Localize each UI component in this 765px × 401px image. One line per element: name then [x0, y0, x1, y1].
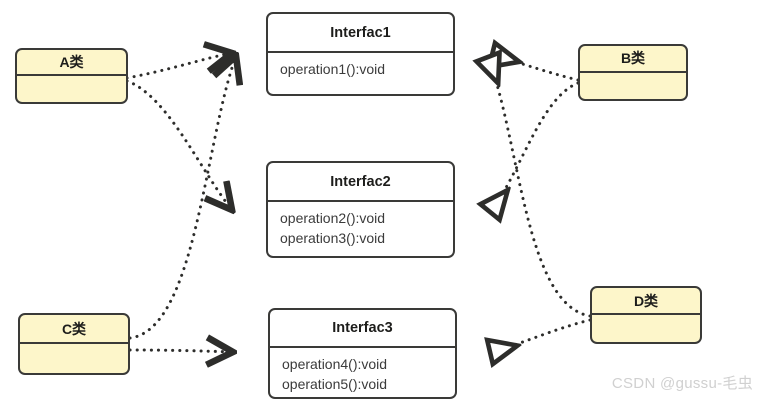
edge-a-to-interfac2	[125, 79, 232, 210]
edge-c-to-interfac3	[128, 350, 233, 352]
edge-c-to-interfac1	[128, 56, 236, 340]
csdn-watermark: CSDN @gussu-毛虫	[611, 375, 753, 392]
interface-box-interfac1[interactable]: Interfac1 operation1():void	[266, 12, 455, 96]
interfac1-operations: operation1():void	[268, 53, 453, 79]
edge-b-to-interfac1	[492, 55, 580, 82]
interfac2-operations: operation2():void operation3():void	[268, 202, 453, 248]
interface-box-interfac2[interactable]: Interfac2 operation2():void operation3()…	[266, 161, 455, 258]
class-box-a[interactable]: A类	[15, 48, 128, 104]
interfac3-operation-1: operation4():void	[282, 356, 388, 372]
class-c-name: C类	[20, 315, 128, 344]
class-box-b[interactable]: B类	[578, 44, 688, 101]
class-b-attributes	[580, 73, 686, 100]
class-box-c[interactable]: C类	[18, 313, 130, 375]
edge-a-to-interfac1	[125, 53, 232, 80]
interfac1-operation-1: operation1():void	[280, 61, 386, 77]
class-a-attributes	[17, 76, 126, 102]
class-a-name: A类	[17, 50, 126, 76]
class-d-attributes	[592, 315, 700, 342]
interfac2-operation-2: operation3():void	[280, 230, 386, 246]
edge-d-to-interfac1	[488, 57, 592, 318]
edge-b-to-interfac2	[490, 81, 580, 212]
interfac2-name: Interfac2	[268, 163, 453, 202]
interfac3-name: Interfac3	[270, 310, 455, 348]
interfac3-operation-2: operation5():void	[282, 376, 388, 392]
class-box-d[interactable]: D类	[590, 286, 702, 344]
interface-box-interfac3[interactable]: Interfac3 operation4():void operation5()…	[268, 308, 457, 399]
class-d-name: D类	[592, 288, 700, 315]
interfac3-operations: operation4():void operation5():void	[270, 348, 455, 394]
interfac1-name: Interfac1	[268, 14, 453, 53]
class-b-name: B类	[580, 46, 686, 73]
edge-d-to-interfac3	[490, 318, 592, 352]
interfac2-operation-1: operation2():void	[280, 210, 386, 226]
class-c-attributes	[20, 344, 128, 373]
